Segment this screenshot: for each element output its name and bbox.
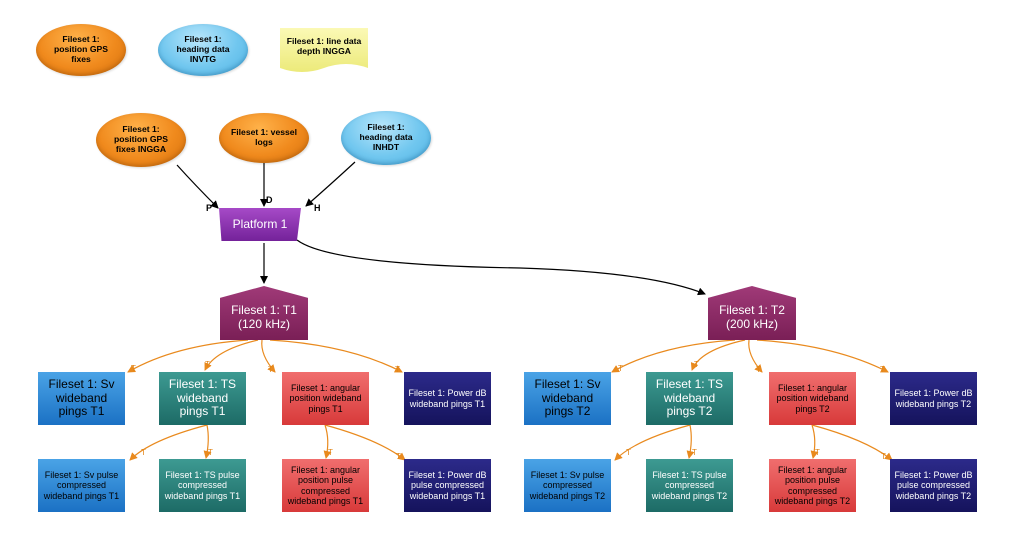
t2-sv-label: Fileset 1: Sv wideband pings T2: [534, 376, 601, 419]
input-vessel-ellipse[interactable]: Fileset 1: vessel logs: [219, 113, 309, 163]
edge-label-t: T: [756, 365, 761, 374]
legend-gps-label: Fileset 1: position GPS fixes: [54, 34, 108, 64]
edge-label-t: T: [328, 448, 333, 457]
edge-label-t: T: [396, 452, 401, 461]
wavy-document-shape: [280, 28, 368, 72]
t1-angular-node[interactable]: Fileset 1: angular position wideband pin…: [282, 372, 369, 425]
input-heading-label: Fileset 1: heading data INHDT: [359, 122, 413, 152]
edge-label-t: T: [694, 360, 699, 369]
edge-label-h: H: [314, 203, 321, 213]
t1-sv-pc-label: Fileset 1: Sv pulse compressed wideband …: [43, 469, 120, 501]
t2-ts-pc-label: Fileset 1: TS pulse compressed wideband …: [651, 469, 728, 501]
t1-ts-label: Fileset 1: TS wideband pings T1: [168, 376, 237, 419]
t2-angular-pc-label: Fileset 1: angular position pulse compre…: [774, 464, 851, 506]
edge-gps-to-platform: [176, 164, 219, 209]
platform-label: Platform 1: [232, 216, 288, 231]
t2-sv-pc-label: Fileset 1: Sv pulse compressed wideband …: [529, 469, 606, 501]
edge-label-t: T: [626, 448, 631, 457]
t2-ts-pc-node[interactable]: Fileset 1: TS pulse compressed wideband …: [646, 459, 733, 512]
legend-heading-ellipse[interactable]: Fileset 1: heading data INVTG: [158, 24, 248, 76]
edges-t1: [127, 339, 406, 461]
t1-ts-pc-node[interactable]: Fileset 1: TS pulse compressed wideband …: [159, 459, 246, 512]
t1-title: Fileset 1: T1: [231, 303, 297, 318]
t1-frequency: (120 kHz): [237, 317, 290, 331]
t2-power-pc-node[interactable]: Fileset 1: Power dB pulse compressed wid…: [890, 459, 977, 512]
t1-sv-node[interactable]: Fileset 1: Sv wideband pings T1: [38, 372, 125, 425]
t2-power-label: Fileset 1: Power dB wideband pings T2: [894, 388, 973, 409]
t2-power-pc-label: Fileset 1: Power dB pulse compressed wid…: [894, 469, 973, 501]
t2-sv-node[interactable]: Fileset 1: Sv wideband pings T2: [524, 372, 611, 425]
t2-ts-node[interactable]: Fileset 1: TS wideband pings T2: [646, 372, 733, 425]
t2-power-node[interactable]: Fileset 1: Power dB wideband pings T2: [890, 372, 977, 425]
edge-label-t: T: [618, 364, 623, 373]
edge-label-t: T: [205, 360, 210, 369]
t1-sv-pc-node[interactable]: Fileset 1: Sv pulse compressed wideband …: [38, 459, 125, 512]
t2-title: Fileset 1: T2: [719, 303, 785, 318]
t1-power-pc-label: Fileset 1: Power dB pulse compressed wid…: [408, 469, 487, 501]
input-heading-ellipse[interactable]: Fileset 1: heading data INHDT: [341, 111, 431, 165]
edge-platform-to-t2: [296, 239, 706, 296]
t1-ts-pc-label: Fileset 1: TS pulse compressed wideband …: [164, 469, 241, 501]
legend-gps-ellipse[interactable]: Fileset 1: position GPS fixes: [36, 24, 126, 76]
t2-ts-label: Fileset 1: TS wideband pings T2: [655, 376, 724, 419]
edge-label-t: T: [131, 364, 136, 373]
t2-angular-pc-node[interactable]: Fileset 1: angular position pulse compre…: [769, 459, 856, 512]
edge-label-t: T: [268, 365, 273, 374]
t1-sv-label: Fileset 1: Sv wideband pings T1: [48, 376, 115, 419]
input-vessel-label: Fileset 1: vessel logs: [231, 127, 297, 147]
t1-power-pc-node[interactable]: Fileset 1: Power dB pulse compressed wid…: [404, 459, 491, 512]
edge-heading-to-platform: [305, 161, 356, 207]
edge-label-t: T: [692, 448, 697, 457]
t1-transducer-node[interactable]: Fileset 1: T1 (120 kHz): [220, 286, 308, 340]
edge-label-t: T: [208, 448, 213, 457]
legend-line-data-shape[interactable]: Fileset 1: line data depth INGGA: [280, 28, 368, 76]
t2-angular-label: Fileset 1: angular position wideband pin…: [776, 382, 849, 414]
t1-angular-pc-label: Fileset 1: angular position pulse compre…: [287, 464, 364, 506]
edge-label-d: D: [266, 195, 273, 205]
edge-label-t: T: [395, 365, 400, 374]
t2-angular-node[interactable]: Fileset 1: angular position wideband pin…: [769, 372, 856, 425]
t2-frequency: (200 kHz): [725, 317, 778, 331]
t1-ts-node[interactable]: Fileset 1: TS wideband pings T1: [159, 372, 246, 425]
t2-transducer-node[interactable]: Fileset 1: T2 (200 kHz): [708, 286, 796, 340]
edge-label-t: T: [881, 452, 886, 461]
edge-label-t: T: [815, 448, 820, 457]
legend-heading-label: Fileset 1: heading data INVTG: [176, 34, 230, 64]
edge-label-t: T: [141, 448, 146, 457]
platform-node[interactable]: Platform 1: [219, 208, 301, 241]
input-gps-ellipse[interactable]: Fileset 1: position GPS fixes INGGA: [96, 113, 186, 167]
t2-sv-pc-node[interactable]: Fileset 1: Sv pulse compressed wideband …: [524, 459, 611, 512]
legend-line-data-label: Fileset 1: line data depth INGGA: [286, 36, 362, 56]
t1-angular-label: Fileset 1: angular position wideband pin…: [289, 382, 362, 414]
t1-angular-pc-node[interactable]: Fileset 1: angular position pulse compre…: [282, 459, 369, 512]
input-gps-label: Fileset 1: position GPS fixes INGGA: [114, 124, 168, 154]
t1-power-label: Fileset 1: Power dB wideband pings T1: [408, 388, 487, 409]
edge-label-p: P: [206, 203, 213, 213]
edges-t2: [611, 339, 893, 461]
edge-label-t: T: [880, 365, 885, 374]
t1-power-node[interactable]: Fileset 1: Power dB wideband pings T1: [404, 372, 491, 425]
